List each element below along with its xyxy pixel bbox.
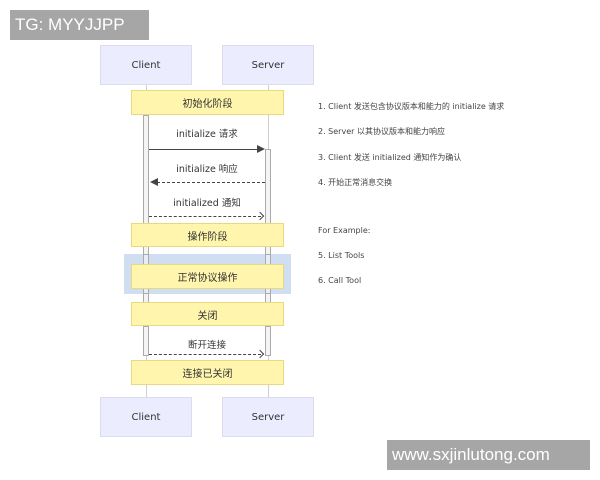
arrow-head-icon	[257, 145, 265, 153]
example-2: 6. Call Tool	[318, 276, 362, 285]
message-label: initialized 通知	[173, 198, 241, 209]
watermark-top-left: TG: MYYJJPP	[10, 10, 149, 40]
note-normal-ops: 正常协议操作	[131, 264, 284, 289]
client-activation-close	[143, 326, 149, 356]
example-title: For Example:	[318, 226, 371, 235]
actor-client-bottom: Client	[100, 397, 192, 437]
actor-server-bottom: Server	[222, 397, 314, 437]
server-activation-close	[265, 326, 271, 356]
message-arrow-solid	[149, 149, 259, 150]
note-closed: 连接已关闭	[131, 360, 284, 385]
arrow-head-icon	[150, 178, 158, 186]
message-label: 断开连接	[187, 340, 226, 351]
step-3: 3. Client 发送 initialized 通知作为确认	[318, 153, 462, 162]
note-label: 初始化阶段	[182, 99, 233, 110]
arrow-head-open-icon	[255, 349, 265, 359]
note-init-phase: 初始化阶段	[131, 90, 284, 115]
actor-label: Server	[251, 59, 285, 71]
arrow-head-open-icon	[255, 211, 265, 221]
message-arrow-dashed	[157, 182, 265, 183]
watermark-text: TG: MYYJJPP	[15, 15, 125, 34]
note-close: 关闭	[131, 302, 284, 326]
note-label: 正常协议操作	[177, 273, 238, 284]
message-label: initialize 请求	[176, 129, 238, 140]
actor-label: Server	[251, 411, 285, 423]
note-label: 关闭	[197, 310, 218, 322]
actor-label: Client	[131, 411, 161, 423]
note-label: 连接已关闭	[182, 369, 233, 380]
step-4: 4. 开始正常消息交换	[318, 178, 393, 187]
example-1: 5. List Tools	[318, 251, 365, 260]
watermark-bottom-right: www.sxjinlutong.com	[387, 440, 590, 470]
actor-label: Client	[131, 59, 161, 71]
message-label: initialize 响应	[176, 164, 238, 175]
message-arrow-dashed	[149, 354, 261, 355]
actor-server-top: Server	[222, 45, 314, 85]
step-1: 1. Client 发送包含协议版本和能力的 initialize 请求	[318, 102, 505, 111]
message-arrow-dashed	[149, 216, 261, 217]
note-label: 操作阶段	[187, 231, 228, 243]
step-2: 2. Server 以其协议版本和能力响应	[318, 127, 445, 136]
actor-client-top: Client	[100, 45, 192, 85]
note-operation-phase: 操作阶段	[131, 223, 284, 247]
watermark-text: www.sxjinlutong.com	[392, 445, 550, 464]
